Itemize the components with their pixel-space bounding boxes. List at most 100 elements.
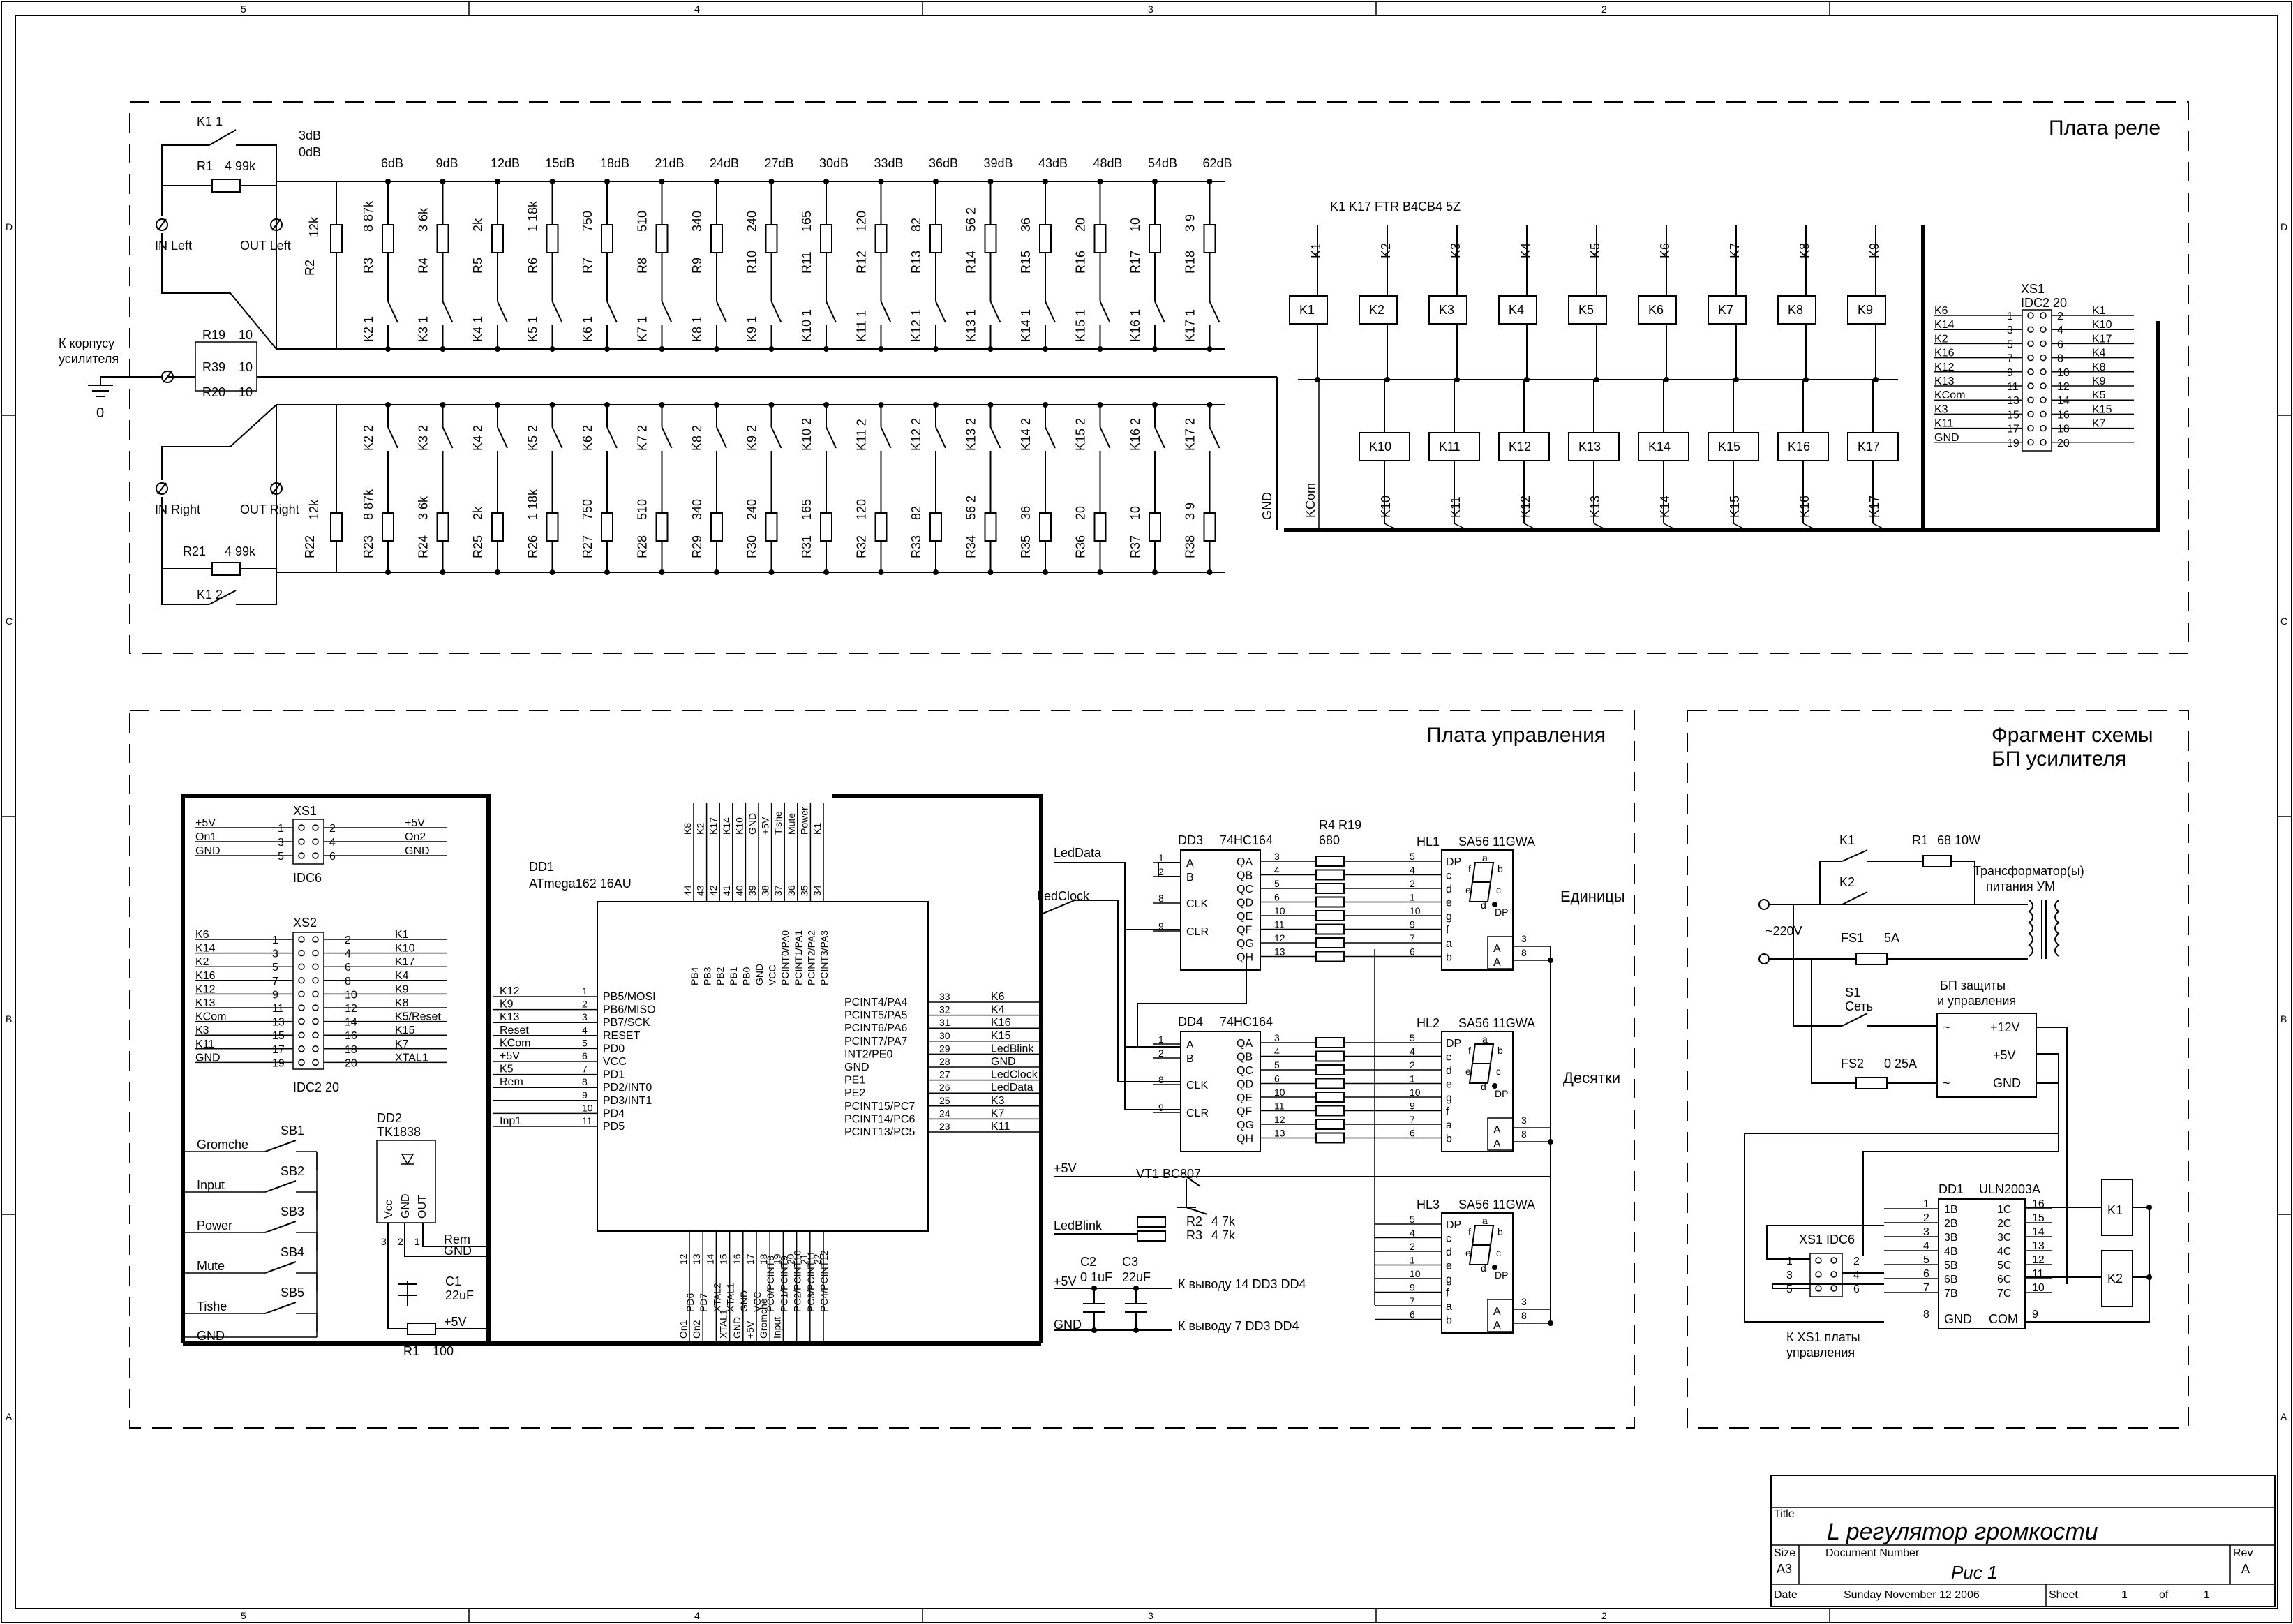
- mcu-bottom-pin: XTAL1: [725, 1283, 736, 1312]
- switch-label-left: K10 1: [800, 309, 814, 342]
- display-pin-num: 2: [1410, 1241, 1415, 1252]
- ladder-resistor-right: [984, 512, 997, 542]
- res-name-right: R29: [690, 535, 704, 558]
- switch-label-right: K16 2: [1128, 418, 1142, 451]
- relay-coil-bottom: [1428, 432, 1480, 461]
- r3-value: 4 7k: [1211, 1228, 1236, 1242]
- psu-k2: K2: [1839, 875, 1855, 889]
- junction: [768, 346, 775, 352]
- r21-label: R21: [183, 544, 206, 558]
- connector-pin-odd: 17: [272, 1044, 285, 1056]
- segment-letter: f: [1468, 1045, 1471, 1056]
- sr-right-num: 13: [1274, 946, 1285, 958]
- display-pin: g: [1446, 1274, 1452, 1286]
- connector-pin-even: 10: [345, 989, 357, 1001]
- series-resistor: [1315, 1078, 1345, 1089]
- display-pin-num: 5: [1410, 1032, 1415, 1043]
- sr-right-pin: QB: [1237, 1052, 1253, 1064]
- xs1-relay-name: XS1: [2021, 282, 2045, 296]
- zone-top-2: 2: [1601, 3, 1607, 15]
- zone-bottom-5: 5: [241, 1610, 246, 1621]
- mcu-bottom-net: Input: [771, 1317, 782, 1339]
- display-pin-num: 9: [1410, 1101, 1415, 1112]
- display-pin: e: [1446, 897, 1452, 909]
- sr-right-num: 10: [1274, 1087, 1285, 1098]
- junction: [1207, 569, 1213, 575]
- connector-net-right: K5: [2092, 389, 2106, 401]
- connector-pin-even: 16: [2057, 409, 2070, 421]
- segment-letter: c: [1496, 884, 1501, 895]
- res-value-right: 82: [909, 506, 923, 520]
- sr-left-pin: CLK: [1186, 1080, 1208, 1092]
- connector-net-left: K6: [195, 929, 209, 941]
- dd2-pin3: 3: [381, 1236, 387, 1247]
- connector-pin: [312, 852, 319, 859]
- psu-fragment: K1 K2 R1 68 10W Трансформатор(ы) питания…: [1744, 833, 2152, 1359]
- mcu-top-num: 42: [708, 885, 719, 896]
- psu-xs-pin: [1830, 1285, 1837, 1292]
- sr-right-num: 5: [1274, 878, 1280, 889]
- relay-coil-bottom-label: K12: [1509, 440, 1531, 454]
- relay-coil-bottom-label: K10: [1369, 440, 1391, 454]
- connector-pin-even: 12: [345, 1003, 357, 1015]
- relay-coil-top-label: K4: [1509, 303, 1524, 317]
- mcu-top-pin: PCINT1/PA1: [793, 930, 804, 985]
- row-c-right: C: [2280, 616, 2287, 627]
- c1-name: C1: [445, 1274, 461, 1288]
- res-value-left: 3 9: [1183, 214, 1197, 232]
- button-contact: [264, 1221, 297, 1233]
- mcu-top-num: 35: [798, 885, 809, 896]
- segment-letter: a: [1482, 852, 1488, 863]
- connector-pin: [298, 1004, 305, 1011]
- sr-right-pin: QH: [1237, 1133, 1253, 1145]
- mcu-left-pin: RESET: [603, 1030, 641, 1042]
- mcu-left-pin: PD1: [603, 1069, 625, 1081]
- vt1-label: VT1 BC807: [1136, 1167, 1201, 1181]
- mcu-left-net: KCom: [500, 1037, 530, 1049]
- mcu-bottom-pin: VCC: [752, 1291, 763, 1312]
- plus5-label-rail: +5V: [1054, 1161, 1077, 1175]
- mcu-bottom-num: 18: [758, 1253, 769, 1265]
- res-value-left: 56 2: [964, 207, 978, 232]
- connector-pin-odd: 3: [272, 948, 278, 960]
- psu-xs-pin: [1830, 1271, 1837, 1278]
- mcu-bottom-pin: PD6: [685, 1293, 696, 1312]
- relay-bus-tap: [1593, 523, 1608, 531]
- display-pin: a: [1446, 1119, 1452, 1131]
- anode-wire: [1513, 1127, 1551, 1142]
- res-name-right: R30: [745, 535, 759, 558]
- ladder-switch-right: [935, 426, 946, 449]
- uln-left-num: 7: [1923, 1282, 1929, 1294]
- uln-right-pin: 1C: [1997, 1204, 2011, 1216]
- junction: [604, 179, 610, 184]
- ladder-resistor-right: [710, 512, 723, 542]
- mcu-bottom-pin: PC1/PCINT9: [778, 1256, 789, 1312]
- connector-net-left: K12: [195, 983, 216, 995]
- ladder-switch-right: [606, 426, 618, 449]
- chassis-label-1: К корпусу: [59, 336, 114, 350]
- display-pin: DP: [1446, 856, 1461, 868]
- sr-right-pin: QG: [1237, 1119, 1254, 1131]
- display-pin-num: 2: [1410, 1059, 1415, 1071]
- switch-label-right: K3 2: [417, 425, 431, 451]
- ladder-switch-right: [826, 426, 837, 449]
- relay-coil-bottom: [1359, 432, 1410, 461]
- res-value-left: 165: [800, 211, 814, 232]
- mcu-right-pin: GND: [844, 1061, 869, 1073]
- psu-xs-odd: 3: [1786, 1269, 1793, 1281]
- mcu-top-num: 43: [695, 885, 706, 896]
- mcu-top-pin: PCINT2/PA2: [805, 930, 816, 985]
- display-pin-num: 7: [1410, 1295, 1415, 1306]
- dd1-name: DD1: [529, 860, 554, 874]
- display-pin-num: 1: [1410, 1073, 1415, 1085]
- connector-pin-odd: 3: [278, 837, 284, 849]
- uln-right-num: 15: [2032, 1212, 2045, 1224]
- relay-bottom-pin-label: K15: [1728, 496, 1742, 518]
- rem-label: Rem: [444, 1232, 470, 1246]
- button-net-label: Tishe: [197, 1299, 227, 1313]
- sr-right-pin: QA: [1237, 856, 1253, 868]
- relay-bottom-pin-label: K12: [1518, 496, 1532, 518]
- button-gnd-label: GND: [197, 1329, 225, 1343]
- connector-net-right: K9: [2092, 375, 2106, 387]
- size-value: A3: [1777, 1562, 1792, 1576]
